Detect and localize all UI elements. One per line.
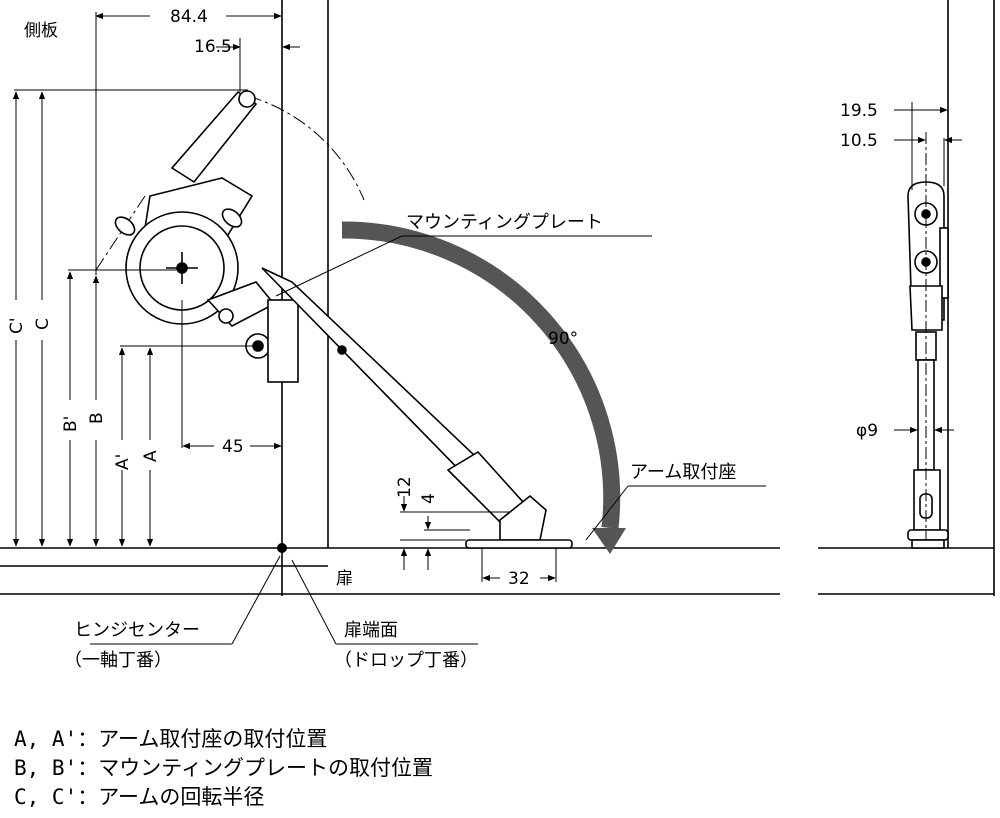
stay-mechanism <box>114 90 573 549</box>
side-panel-label: 側板 <box>24 21 58 41</box>
rotation-arrow <box>341 221 621 529</box>
dim-B: B <box>87 412 107 424</box>
side-view-dimensions <box>906 102 945 540</box>
angle-label: 90° <box>548 329 578 349</box>
arm-swing-arc <box>247 95 365 201</box>
dim-C: C <box>33 318 53 330</box>
arm-swing-arc-lower <box>95 195 146 271</box>
side-panel <box>281 0 329 596</box>
side-view-arrows <box>894 106 962 434</box>
dim-12: 12 <box>395 476 415 498</box>
hinge-center-point <box>277 543 287 553</box>
dim-B-prime: B' <box>61 416 81 432</box>
dim-45: 45 <box>222 437 244 457</box>
legend-item-a: A, A'：アーム取付座の取付位置 <box>14 727 328 751</box>
dim-19-5: 19.5 <box>840 101 878 121</box>
legend-item-c: C, C'：アームの回転半径 <box>14 785 265 809</box>
dim-10-5: 10.5 <box>840 131 878 151</box>
dim-A-prime: A' <box>113 454 133 470</box>
legend: A, A'：アーム取付座の取付位置 B, B'：マウンティングプレートの取付位置… <box>14 725 433 812</box>
mounting-plate-label: マウンティングプレート <box>406 212 603 233</box>
dim-phi-9: φ9 <box>856 421 878 441</box>
door <box>0 547 780 595</box>
legend-item-b: B, B'：マウンティングプレートの取付位置 <box>14 756 433 780</box>
hinge-center-label: ヒンジセンター <box>74 620 200 641</box>
dim-84-4: 84.4 <box>170 7 208 27</box>
dim-4: 4 <box>419 493 439 504</box>
dim-A: A <box>141 450 161 462</box>
side-view <box>818 0 995 596</box>
dim-16-5: 16.5 <box>194 37 232 57</box>
door-end-face-sublabel: （ドロップ丁番） <box>334 650 478 671</box>
dim-C-prime: C' <box>7 317 27 334</box>
dimension-lines <box>14 12 766 645</box>
door-label: 扉 <box>336 569 353 589</box>
rotation-arrow-head <box>592 528 626 554</box>
arm-bracket-label: アーム取付座 <box>630 462 736 483</box>
dim-32: 32 <box>508 569 530 589</box>
door-end-face-label: 扉端面 <box>344 620 398 641</box>
hinge-center-sublabel: （一軸丁番） <box>64 650 172 671</box>
dimension-arrows <box>12 12 556 582</box>
